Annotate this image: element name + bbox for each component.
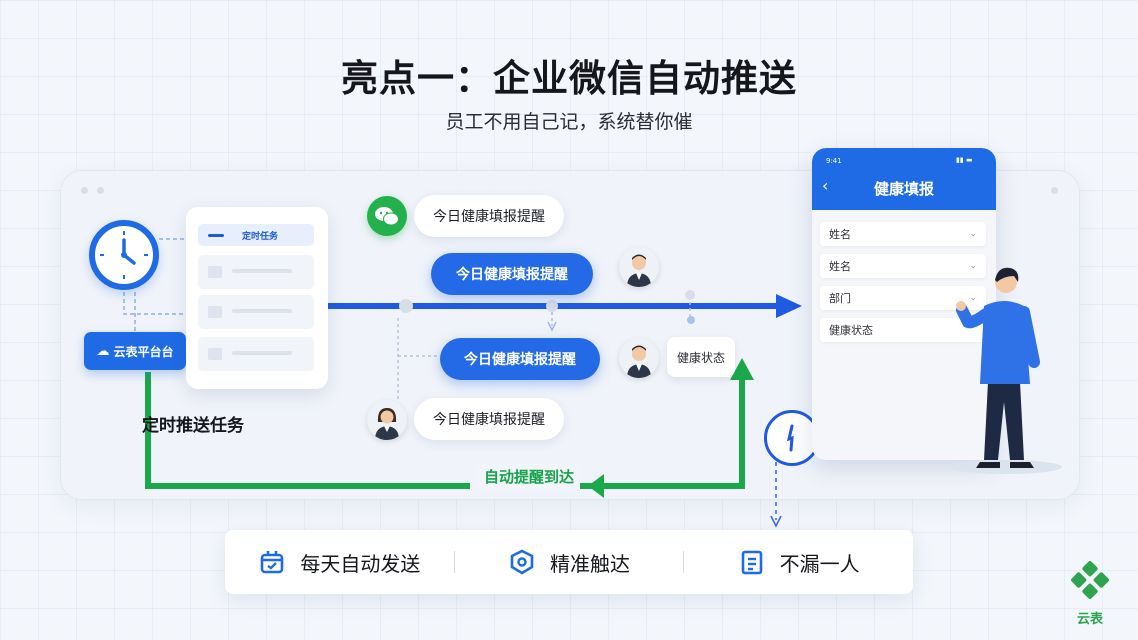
reminder-message-2: 今日健康填报提醒 bbox=[431, 253, 593, 295]
male-avatar-icon bbox=[619, 338, 659, 378]
feature-no-one-missed: 不漏一人 bbox=[684, 548, 913, 577]
feature-label: 精准触达 bbox=[550, 551, 630, 576]
wechat-icon bbox=[367, 196, 407, 236]
feature-daily-send: 每天自动发送 bbox=[225, 548, 454, 577]
task-label: 定时推送任务 bbox=[142, 416, 244, 436]
cloud-icon: ☁ bbox=[96, 343, 110, 359]
feature-precise-reach: 精准触达 bbox=[455, 548, 684, 577]
panel-dot bbox=[1051, 187, 1058, 194]
feature-label: 不漏一人 bbox=[779, 551, 860, 576]
form-field-health-status[interactable]: 健康状态 bbox=[820, 318, 986, 342]
platform-label: 云表平台台 bbox=[113, 344, 174, 359]
shield-target-icon bbox=[510, 549, 534, 575]
health-status-tag: 健康状态 bbox=[667, 337, 735, 377]
brand-logo: 云表 bbox=[1066, 556, 1114, 628]
reminder-message-3: 今日健康填报提醒 bbox=[440, 338, 600, 380]
task-card-header: 定时任务 bbox=[198, 224, 314, 246]
back-arrow-icon[interactable]: ‹ bbox=[822, 176, 829, 195]
field-label: 姓名 bbox=[829, 228, 851, 241]
header-bar-icon bbox=[208, 233, 224, 237]
brand-logo-icon bbox=[1071, 561, 1109, 599]
feature-label: 每天自动发送 bbox=[300, 551, 421, 576]
calendar-check-icon bbox=[261, 551, 284, 574]
page-subtitle: 员工不用自己记，系统替你催 bbox=[445, 111, 693, 133]
task-row bbox=[198, 255, 314, 289]
stopwatch-icon bbox=[764, 410, 820, 466]
female-avatar-icon bbox=[367, 400, 407, 440]
feature-bar: 每天自动发送 精准触达 不漏一人 bbox=[225, 530, 913, 594]
field-label: 部门 bbox=[829, 292, 851, 305]
person-illustration bbox=[950, 267, 1062, 474]
chevron-down-icon: ⌄ bbox=[969, 229, 977, 239]
auto-arrive-label: 自动提醒到达 bbox=[478, 464, 581, 489]
scheduled-task-card: 定时任务 bbox=[186, 207, 328, 389]
page-title: 亮点一：企业微信自动推送 bbox=[341, 57, 797, 100]
form-field-name[interactable]: 姓名 ⌄ bbox=[820, 254, 986, 278]
panel-dot bbox=[97, 187, 104, 194]
task-card-header-label: 定时任务 bbox=[242, 231, 279, 242]
chevron-down-icon: ⌄ bbox=[969, 293, 977, 303]
return-flow-arrow bbox=[145, 372, 470, 489]
brand-logo-text: 云表 bbox=[1076, 612, 1103, 627]
phone-title: 健康填报 bbox=[873, 180, 934, 198]
platform-badge: ☁ 云表平台台 bbox=[84, 332, 186, 370]
reminder-message-4: 今日健康填报提醒 bbox=[414, 398, 564, 440]
signal-battery-icon: ▮▮ ▬ bbox=[956, 156, 973, 164]
male-avatar-icon bbox=[619, 247, 659, 287]
divider bbox=[683, 551, 685, 573]
panel-dot bbox=[81, 187, 88, 194]
form-field-name[interactable]: 姓名 ⌄ bbox=[820, 222, 986, 246]
checklist-icon bbox=[741, 550, 762, 575]
task-row bbox=[198, 295, 314, 329]
chevron-down-icon: ⌄ bbox=[969, 261, 977, 271]
clock-icon bbox=[89, 220, 159, 290]
reminder-message-1: 今日健康填报提醒 bbox=[414, 195, 564, 237]
field-label: 健康状态 bbox=[829, 324, 873, 337]
phone-body: 姓名 ⌄ 姓名 ⌄ 部门 ⌄ 健康状态 bbox=[812, 210, 996, 460]
task-row bbox=[198, 337, 314, 371]
phone-status-time: 9:41 bbox=[826, 157, 842, 165]
divider bbox=[453, 551, 455, 573]
phone-header bbox=[812, 148, 996, 210]
field-label: 姓名 bbox=[829, 260, 851, 273]
